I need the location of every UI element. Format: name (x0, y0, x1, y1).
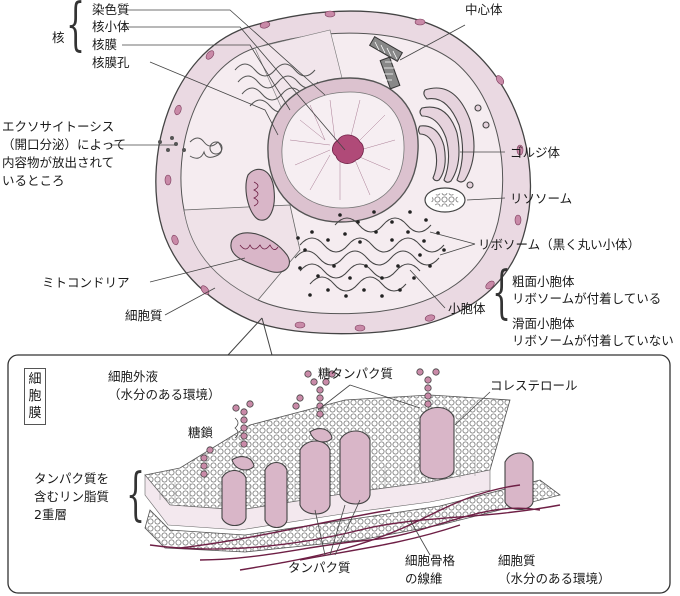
membrane-inset-frame (7, 354, 671, 594)
brace-bilayer: { (126, 462, 146, 529)
label-rough-er-desc: リボソームが付着している (512, 291, 662, 306)
label-nucleus: 核 (52, 30, 65, 45)
label-cytoskeleton: 細胞骨格 の線維 (405, 553, 456, 586)
label-lysosome: リソソーム (510, 191, 573, 206)
brace-nucleus: { (66, 0, 86, 59)
label-sugar-chain: 糖鎖 (188, 425, 214, 440)
label-nuclear-membrane: 核膜 (92, 37, 118, 52)
label-chromatin: 染色質 (92, 2, 130, 17)
label-er: 小胞体 (448, 301, 486, 316)
label-glycoprotein: 糖タンパク質 (318, 366, 394, 381)
sugar-chains (200, 368, 440, 478)
label-protein: タンパク質 (288, 560, 351, 575)
cell-body (155, 10, 532, 335)
golgi-apparatus (417, 87, 490, 199)
zoom-connector (227, 317, 273, 356)
label-mitochondria: ミトコンドリア (42, 275, 130, 290)
label-cytoplasm-env: 細胞質 （水分のある環境） (498, 553, 611, 586)
label-exocytosis: エクソサイトーシス （開口分泌）によって 内容物が放出されて いるところ (2, 119, 127, 188)
label-cell-membrane: 細 胞 膜 (24, 368, 46, 425)
membrane-vesicles (164, 10, 524, 332)
nucleus (267, 77, 419, 223)
label-golgi: ゴルジ体 (510, 145, 561, 160)
label-smooth-er: 滑面小胞体 (512, 316, 575, 331)
centrosome (368, 35, 404, 90)
cytoskeleton-fibers (149, 484, 561, 571)
leader-lines-inset (234, 384, 491, 556)
label-nucleolus: 核小体 (92, 19, 130, 34)
label-ribosome: リボソーム（黒く丸い小体） (478, 237, 641, 252)
rough-er (294, 217, 445, 292)
label-smooth-er-desc: リボソームが付着していない (512, 333, 674, 348)
label-cytoplasm: 細胞質 (125, 308, 163, 323)
exocytosis-vesicles (158, 136, 223, 159)
lysosome (424, 187, 466, 213)
brace-er: { (492, 260, 512, 327)
label-extracellular: 細胞外液 （水分のある環境） (108, 369, 221, 402)
label-rough-er: 粗面小胞体 (512, 274, 575, 289)
ribosomes (296, 210, 446, 298)
label-bilayer: タンパク質を 含むリン脂質 2重層 (34, 471, 110, 522)
leader-lines-top (110, 9, 506, 316)
label-centrosome: 中心体 (465, 2, 503, 17)
membrane-proteins (221, 406, 534, 529)
label-cholesterol: コレステロール (490, 378, 578, 393)
mitochondria (230, 168, 290, 273)
nucleolus (332, 134, 364, 164)
label-nuclear-pore: 核膜孔 (92, 55, 130, 70)
